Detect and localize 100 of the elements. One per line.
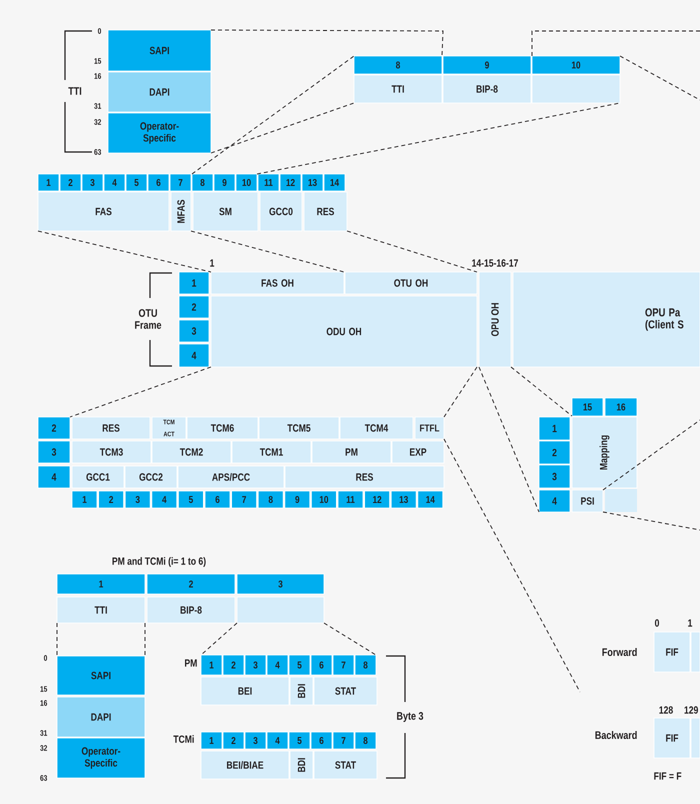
zoom-line: [210, 102, 354, 154]
zoom-line: [210, 30, 444, 56]
byte-number-cell: 5: [126, 174, 148, 192]
column-number: 129: [684, 706, 698, 714]
byte-number-cell: 10: [236, 174, 258, 192]
byte-number-cell: 5: [178, 490, 204, 508]
bit-number-cell: 4: [266, 654, 288, 676]
row-number-cell: 2: [38, 416, 70, 440]
byte-number-cell: 11: [258, 174, 280, 192]
row-label: TCMi: [173, 735, 194, 743]
byte-number-cell: 14: [324, 174, 346, 192]
bit-number-cell: 6: [310, 654, 332, 676]
bracket-label: Byte 3: [397, 712, 424, 722]
field-cell: [236, 596, 324, 624]
field-cell: PM: [312, 440, 392, 464]
byte-number-cell: 6: [204, 490, 230, 508]
row-label: Backward: [595, 730, 637, 740]
bracket-label: TTI: [68, 87, 82, 95]
bit-number-cell: 1: [200, 732, 222, 750]
bit-number-cell: 4: [266, 732, 288, 750]
byte-number-cell: 10: [311, 490, 337, 508]
field-cell: MFAS: [170, 192, 192, 232]
byte-number-cell: 9: [442, 56, 532, 74]
bracket-label: OTU Frame: [135, 309, 162, 329]
byte-number-cell: 13: [302, 174, 324, 192]
byte-number-cell: 8: [258, 490, 284, 508]
byte-number-cell: 15: [572, 398, 604, 416]
byte-number-cell: 3: [82, 174, 104, 192]
zoom-line: [256, 102, 620, 174]
bit-number-cell: 7: [332, 654, 354, 676]
byte-number-cell: 9: [214, 174, 236, 192]
zoom-line: [346, 230, 478, 272]
row-number-cell: 3: [38, 440, 70, 464]
section-title: PM and TCMi (i= 1 to 6): [112, 557, 206, 567]
field-cell: TTI: [56, 596, 146, 624]
zoom-line: [444, 438, 580, 692]
byte-number-cell: 2: [98, 490, 124, 508]
byte-number-cell: 7: [170, 174, 192, 192]
footnote: FIF = F: [654, 772, 682, 780]
row-label: PM: [185, 659, 197, 667]
bit-number-cell: 5: [288, 654, 310, 676]
field-cell: TTI: [354, 74, 442, 104]
bit-number-cell: 3: [244, 732, 266, 750]
byte-number-cell: 1: [38, 174, 60, 192]
byte-number-cell: 3: [236, 574, 324, 594]
byte-number-cell: 13: [390, 490, 417, 508]
byte-number-cell: 1: [72, 490, 98, 508]
bit-number-cell: 7: [332, 732, 354, 750]
field-cell: BDI: [290, 750, 314, 780]
zoom-line: [602, 420, 700, 490]
bit-number-cell: 2: [222, 732, 244, 750]
bit-number-cell: 6: [310, 732, 332, 750]
field-cell: BIP-8: [146, 596, 236, 624]
field-cell: Operator-Specific: [56, 738, 146, 778]
field-cell: [532, 74, 620, 104]
field-cell: TCM5: [258, 416, 340, 440]
byte-number-cell: 2: [60, 174, 82, 192]
field-cell: BDI: [290, 676, 314, 706]
zoom-line: [190, 230, 344, 272]
field-cell: FTFL: [414, 416, 444, 440]
column-number: 14-15-16-17: [472, 259, 518, 267]
zoom-line: [70, 366, 212, 418]
bit-number-cell: 8: [354, 732, 376, 750]
field-cell: SAPI: [56, 656, 146, 696]
zoom-line: [620, 56, 700, 100]
field-cell: DAPI: [56, 696, 146, 738]
byte-number-cell: 7: [231, 490, 257, 508]
byte-number-cell: 4: [151, 490, 178, 508]
field-cell: [690, 718, 700, 758]
byte-number-cell: 10: [532, 56, 620, 74]
byte-number-cell: 4: [104, 174, 126, 192]
byte-number-cell: 14: [417, 490, 444, 508]
bit-number-cell: 3: [244, 654, 266, 676]
field-cell: TCM1: [232, 440, 312, 464]
field-cell: GCC0: [260, 192, 302, 232]
zoom-line: [200, 622, 238, 656]
byte-number-cell: 11: [338, 490, 364, 508]
field-cell: DAPI: [108, 72, 212, 112]
bit-number-cell: 2: [222, 654, 244, 676]
zoom-line: [56, 622, 58, 656]
field-cell: EXP: [392, 440, 444, 464]
zoom-line: [602, 512, 700, 530]
byte-number-cell: 12: [364, 490, 390, 508]
field-cell: SAPI: [108, 30, 212, 72]
column-number: 1: [210, 259, 214, 267]
zoom-line: [444, 366, 478, 418]
field-cell: [690, 632, 700, 672]
bit-number-cell: 1: [200, 654, 222, 676]
row-label: Forward: [602, 648, 637, 656]
byte-number-cell: 12: [280, 174, 302, 192]
zoom-line: [38, 230, 212, 272]
row-number-cell: 1: [538, 416, 570, 440]
zoom-line: [144, 622, 146, 656]
row-number-cell: 4: [178, 344, 210, 368]
byte-number-cell: 3: [124, 490, 151, 508]
byte-number-cell: 2: [146, 574, 236, 594]
field-cell: OTU OH: [344, 272, 478, 294]
field-cell: PSI: [572, 490, 604, 512]
bit-number-cell: 8: [354, 654, 376, 676]
field-cell: RES: [284, 466, 444, 488]
